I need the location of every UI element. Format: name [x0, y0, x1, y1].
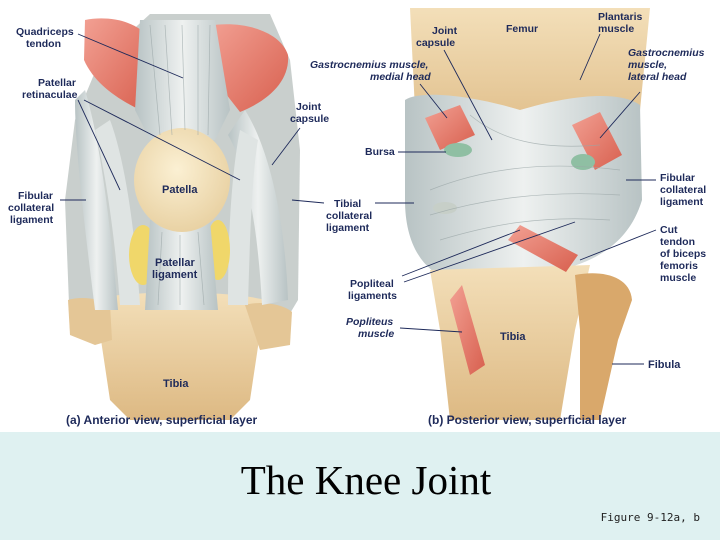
label-gastroc-lateral-2: muscle, [628, 59, 667, 71]
patella-bone [134, 128, 230, 232]
label-gastroc-medial-1: Gastrocnemius muscle, [310, 59, 429, 71]
label-anterior-fibular-collateral-1: Fibular [18, 190, 53, 202]
label-anterior-joint-capsule-1: Joint [296, 101, 322, 113]
quadriceps-tendon [135, 20, 230, 140]
label-cut-tendon-4: femoris [660, 260, 698, 272]
gastroc-medial-muscle [425, 105, 475, 150]
posterior-tibia-bone [430, 265, 590, 420]
label-popliteus-1: Popliteus [346, 316, 393, 328]
quadriceps-right-muscle [208, 24, 289, 113]
label-gastroc-lateral-1: Gastrocnemius [628, 47, 705, 59]
label-anterior-fibular-collateral-3: ligament [10, 214, 54, 226]
bursa [444, 143, 472, 157]
caption-posterior: (b) Posterior view, superficial layer [428, 413, 627, 427]
label-patellar-ligament-1: Patellar [155, 257, 195, 269]
label-popliteus-2: muscle [358, 328, 394, 340]
quadriceps-left-muscle [84, 18, 150, 110]
label-plantaris-2: muscle [598, 23, 634, 35]
label-popliteal-ligaments-1: Popliteal [350, 278, 394, 290]
svg-text:Gastrocnemius muscle,medial he: Gastrocnemius muscle,medial head [310, 59, 431, 83]
label-anterior-tibia: Tibia [163, 378, 189, 390]
label-tibial-collateral-1: Tibial [334, 198, 361, 210]
label-cut-tendon-1: Cut [660, 224, 678, 236]
label-gastroc-lateral-3: lateral head [628, 71, 687, 83]
label-posterior-tibia: Tibia [500, 331, 526, 343]
cut-biceps-tendon [508, 225, 578, 272]
label-posterior-joint-capsule-1: Joint [432, 25, 458, 37]
slide-title: The Knee Joint [240, 457, 492, 503]
label-posterior-fibular-collateral-2: collateral [660, 184, 706, 196]
label-bursa: Bursa [365, 146, 395, 158]
label-cut-tendon-2: tendon [660, 236, 695, 248]
label-cut-tendon-5: muscle [660, 272, 696, 284]
label-patellar-retinaculae-1: Patellar [38, 77, 76, 89]
label-posterior-fibular-collateral-1: Fibular [660, 172, 695, 184]
label-patellar-ligament-2: ligament [152, 269, 198, 281]
anterior-tibia-bone [95, 292, 265, 420]
label-quadriceps-2: tendon [26, 38, 61, 50]
label-anterior-joint-capsule-2: capsule [290, 113, 329, 125]
figure-reference: Figure 9-12a, b [600, 511, 700, 524]
label-patella: Patella [162, 184, 198, 196]
label-posterior-joint-capsule-2: capsule [416, 37, 455, 49]
label-cut-tendon-3: of biceps [660, 248, 706, 260]
label-plantaris-1: Plantaris [598, 11, 643, 23]
label-patellar-retinaculae-2: retinaculae [22, 89, 78, 101]
label-quadriceps-1: Quadriceps [16, 26, 74, 38]
label-posterior-fibular-collateral-3: ligament [660, 196, 704, 208]
label-popliteal-ligaments-2: ligaments [348, 290, 397, 302]
fibula-bone [575, 273, 632, 420]
caption-anterior: (a) Anterior view, superficial layer [66, 413, 258, 427]
label-tibial-collateral-2: collateral [326, 210, 372, 222]
label-anterior-fibular-collateral-2: collateral [8, 202, 54, 214]
label-tibial-collateral-3: ligament [326, 222, 370, 234]
gastroc-lateral-muscle [572, 112, 622, 170]
label-gastroc-medial-2: medial head [370, 71, 431, 83]
popliteus-muscle [450, 285, 485, 375]
patellar-ligament [145, 220, 218, 310]
caption-band [0, 432, 720, 540]
label-femur: Femur [506, 23, 538, 35]
label-fibula: Fibula [648, 359, 681, 371]
